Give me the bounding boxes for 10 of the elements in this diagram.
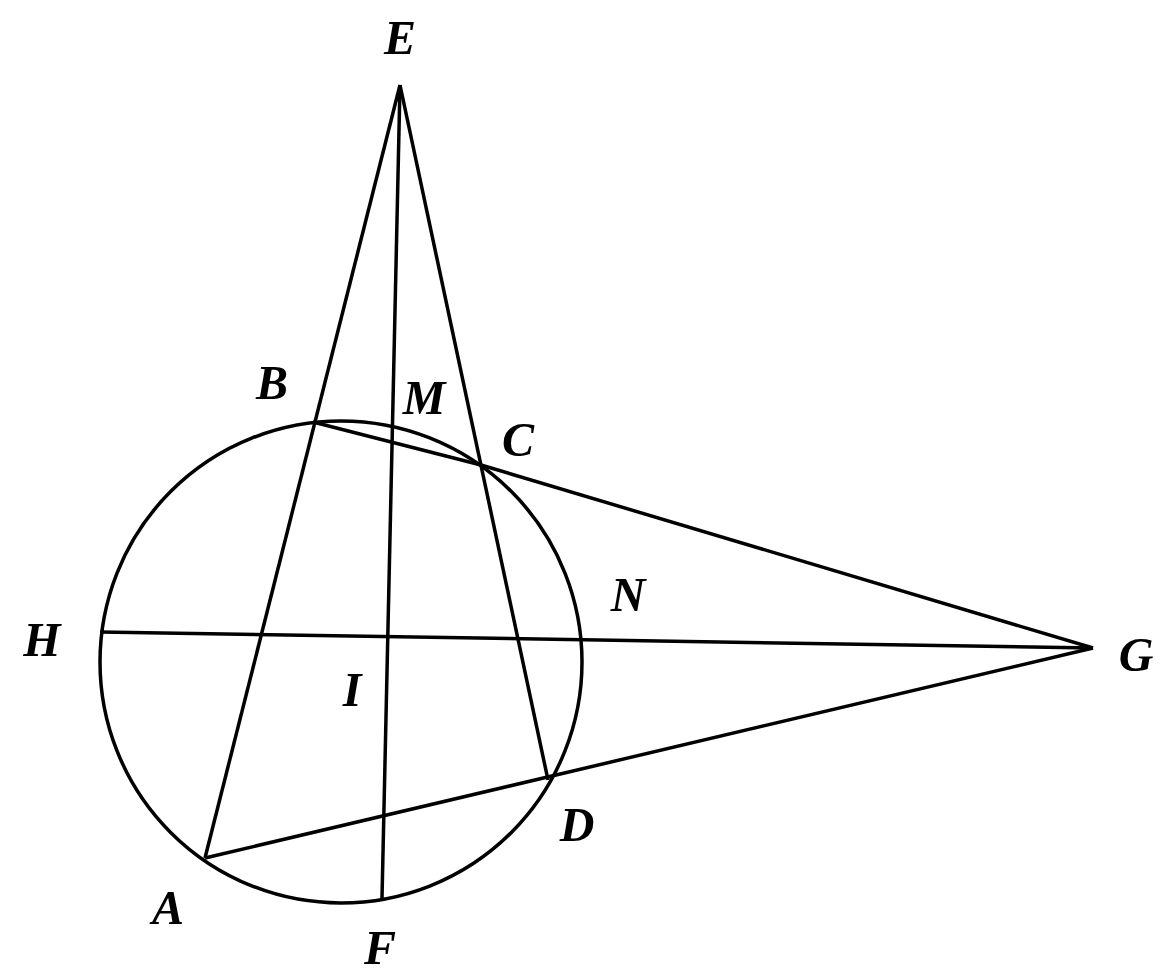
- point-label: C: [502, 416, 534, 464]
- point-label: M: [402, 374, 446, 422]
- point-label: N: [610, 571, 646, 619]
- point-label: H: [23, 616, 61, 664]
- point-label: G: [1118, 631, 1154, 679]
- point-label: B: [256, 359, 288, 407]
- point-label: F: [364, 924, 396, 972]
- point-label: D: [559, 801, 595, 849]
- point-label: E: [384, 14, 416, 62]
- point-label: I: [342, 666, 362, 714]
